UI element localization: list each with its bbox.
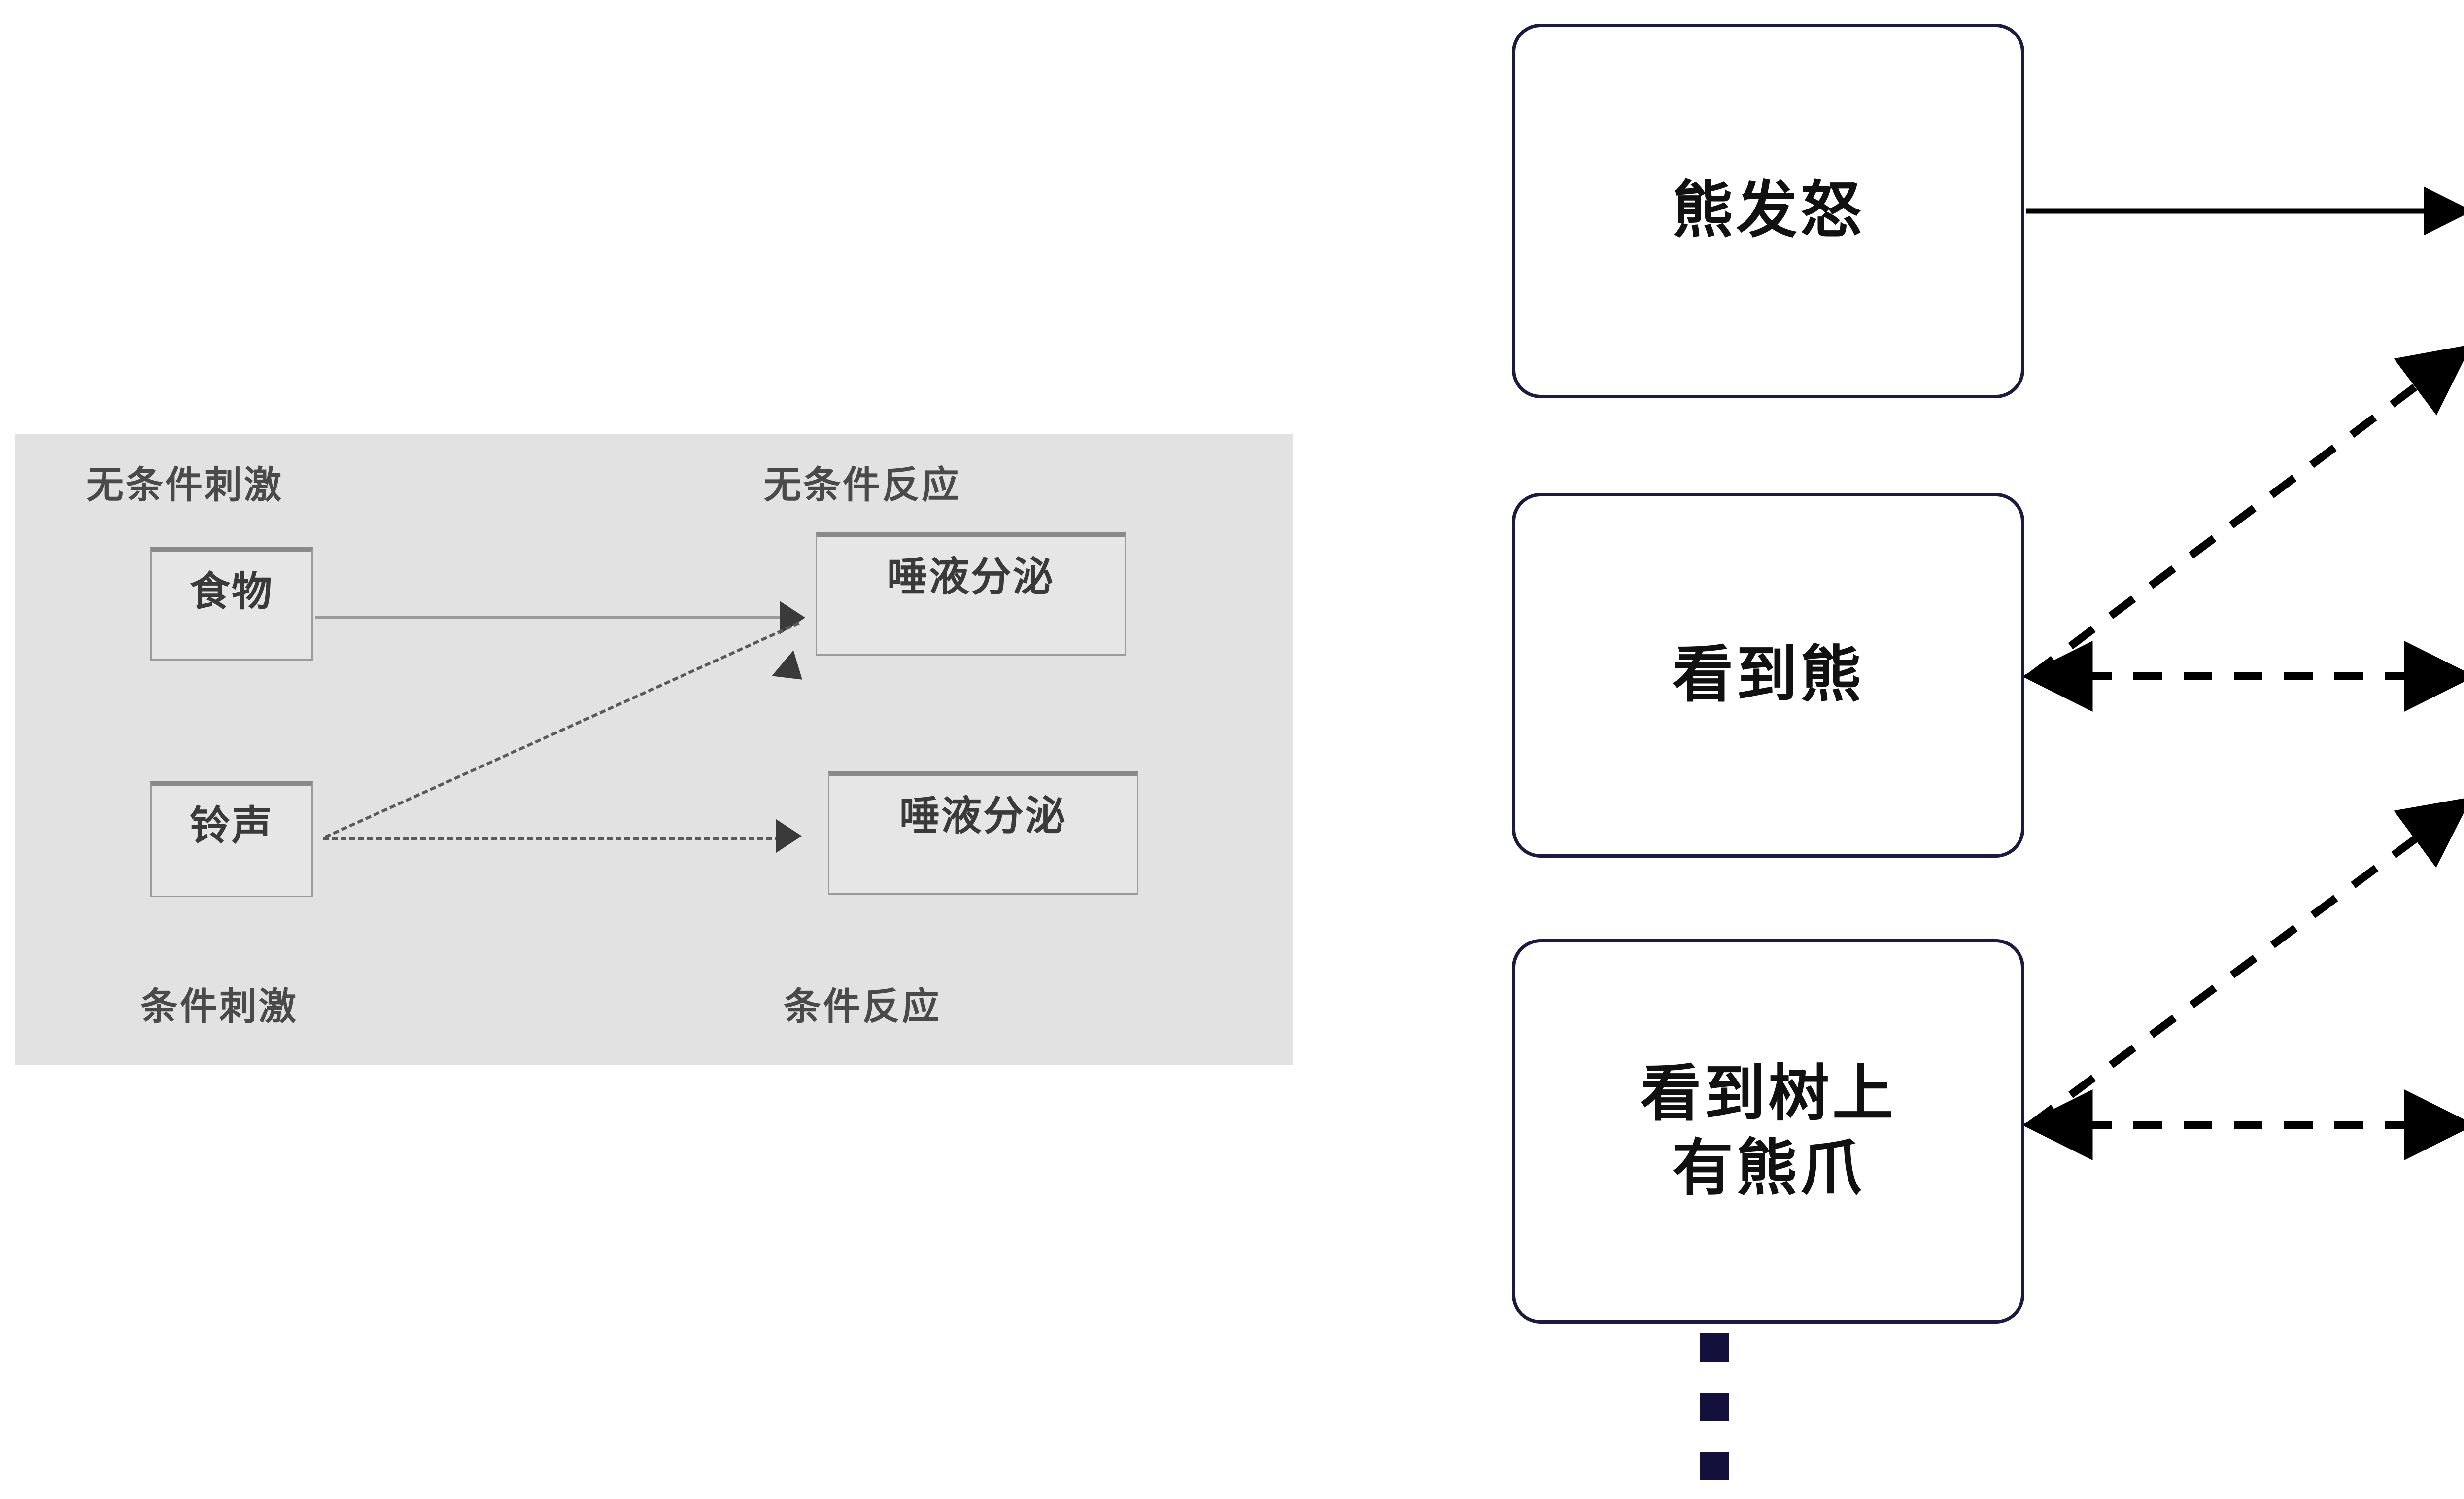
box-salivation-unconditioned: 唾液分泌 <box>816 532 1126 656</box>
arrow-bell-to-salivation-horizontal <box>323 837 781 840</box>
label-conditioned-response: 条件反应 <box>784 986 941 1028</box>
label-conditioned-stimulus: 条件刺激 <box>140 986 298 1028</box>
arrowhead-bell-diagonal <box>772 650 813 693</box>
classical-conditioning-panel: 无条件刺激 无条件反应 条件刺激 条件反应 食物 铃声 唾液分泌 唾液分泌 <box>15 434 1293 1065</box>
node-bear-angry-label: 熊发怒 <box>1672 176 1864 245</box>
td-value-diagram-panel: 熊发怒 看到熊 看到树上 有熊爪 奖励 V(s′) V(s) <box>1454 0 2464 1499</box>
ellipsis-square <box>1700 1393 1729 1421</box>
label-unconditioned-response: 无条件反应 <box>764 464 961 506</box>
connector-bearclaw-to-vsprime <box>2028 797 2464 1128</box>
arrowhead-food-to-salivation <box>780 601 805 634</box>
ellipsis-left-column <box>1700 1333 1729 1480</box>
box-bell: 铃声 <box>150 781 313 897</box>
arrow-bell-to-salivation-diagonal <box>324 622 800 838</box>
node-bear-angry[interactable]: 熊发怒 <box>1512 24 2024 398</box>
box-food: 食物 <box>150 547 313 661</box>
ellipsis-square <box>1700 1333 1729 1362</box>
box-salivation-conditioned: 唾液分泌 <box>828 771 1138 895</box>
node-see-bear-label: 看到熊 <box>1672 641 1864 709</box>
arrow-food-to-salivation <box>315 616 781 619</box>
connector-seebear-to-reward <box>2028 344 2464 680</box>
label-unconditioned-stimulus: 无条件刺激 <box>86 464 283 506</box>
node-bear-claw[interactable]: 看到树上 有熊爪 <box>1512 939 2024 1324</box>
node-bear-claw-label: 看到树上 有熊爪 <box>1640 1059 1896 1202</box>
arrowhead-bell-horizontal <box>776 819 802 853</box>
ellipsis-square <box>1700 1452 1729 1480</box>
node-see-bear[interactable]: 看到熊 <box>1512 493 2024 858</box>
